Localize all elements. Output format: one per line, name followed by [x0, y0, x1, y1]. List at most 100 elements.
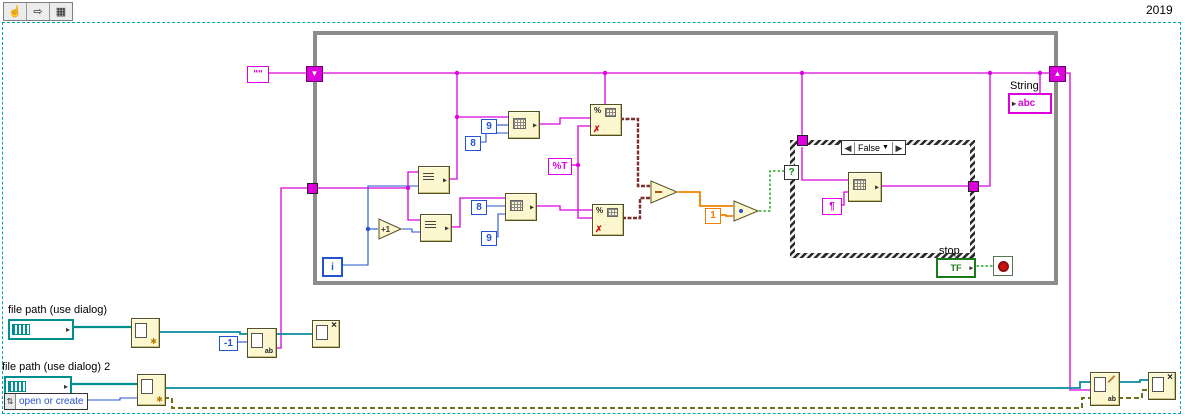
close-file-node-2[interactable]: × [1148, 372, 1176, 400]
scan-x-icon: ✗ [595, 224, 603, 234]
shift-register-up-icon: ▲ [1053, 69, 1062, 78]
file-page-icon [135, 323, 147, 338]
wire-string-pickA-in[interactable] [407, 171, 418, 188]
control-arrow-icon: ▸ [63, 381, 68, 391]
increment-node[interactable]: +1 [378, 218, 402, 240]
wire-int-i[interactable] [339, 185, 418, 266]
wire-error-close[interactable] [1118, 389, 1148, 399]
open-file-node-1[interactable]: ✱ [131, 318, 160, 348]
linefeed-constant[interactable]: ¶ [822, 198, 842, 215]
open-file-node-2[interactable]: ✱ [137, 374, 166, 406]
wire-string-subset2[interactable] [535, 205, 592, 211]
case-selector-label[interactable]: ◀ False ▼ ▶ [841, 140, 906, 155]
numeric-constant-8a[interactable]: 8 [465, 136, 481, 151]
palette-tool-icon[interactable]: ▦ [55, 6, 67, 18]
wire-bool-selector[interactable] [759, 170, 784, 212]
file-page-icon [1152, 377, 1164, 392]
write-text-file-node[interactable]: ab [1090, 372, 1120, 406]
stop-sign-icon [997, 260, 1009, 272]
junction-dot [799, 70, 805, 76]
read-text-file-node[interactable]: ab [247, 328, 277, 358]
pick-line-node-1[interactable]: ▸ [418, 166, 450, 194]
wire-error-long[interactable] [164, 397, 1090, 409]
array-grid-icon [853, 179, 866, 190]
numeric-constant-9a[interactable]: 9 [481, 119, 497, 134]
junction-dot [575, 162, 581, 168]
case-tunnel-right[interactable] [968, 181, 979, 192]
file-page-icon [1094, 377, 1106, 392]
wire-string-case-inner2[interactable] [840, 191, 848, 206]
format-string-constant[interactable]: %T [548, 158, 572, 175]
wire-string-case-inner1[interactable] [801, 147, 848, 181]
wire-time-1[interactable] [620, 117, 650, 188]
wire-float-diff[interactable] [678, 191, 733, 207]
visible-area-frame [2, 22, 1181, 414]
path-glyph-icon [8, 380, 26, 392]
string-indicator[interactable]: ▸ abc [1008, 93, 1052, 114]
wire-string-pick1[interactable] [448, 116, 508, 180]
hand-tool-icon[interactable]: ☝ [4, 3, 27, 20]
close-file-node-1[interactable]: × [312, 320, 340, 348]
case-prev-button[interactable]: ◀ [842, 141, 855, 154]
wire-string-case-out2[interactable] [978, 73, 991, 187]
text-lines-icon [423, 173, 434, 182]
wire-float-1[interactable] [719, 214, 733, 217]
wire-string-fmt-up[interactable] [577, 125, 590, 165]
junction-dot [454, 114, 460, 120]
numeric-constant-1[interactable]: 1 [705, 208, 721, 224]
wire-string-subset1[interactable] [538, 117, 590, 125]
loop-tunnel-left[interactable] [307, 183, 318, 194]
case-tunnel-top[interactable] [797, 135, 808, 146]
file-path-control-1[interactable]: ▸ [8, 319, 74, 340]
case-structure[interactable] [790, 140, 975, 258]
junction-dot [365, 226, 371, 232]
wire-int-8a[interactable] [479, 132, 508, 143]
compare-node[interactable] [733, 200, 759, 222]
string-subset-node-1[interactable]: ▸ [508, 111, 540, 139]
loop-condition-terminal[interactable] [993, 256, 1013, 276]
wire-string-read-out[interactable] [275, 187, 307, 349]
numeric-constant-minus1[interactable]: -1 [219, 336, 238, 351]
right-shift-register[interactable]: ▲ [1049, 66, 1066, 82]
while-loop[interactable] [313, 31, 1058, 285]
subtract-node[interactable] [650, 180, 678, 204]
wire-int-inc[interactable] [402, 228, 420, 233]
scan-x-icon: ✗ [593, 124, 601, 134]
control-arrow-icon: ▸ [969, 265, 973, 272]
scan-from-string-node-2[interactable]: % ✗ [592, 204, 624, 236]
left-shift-register[interactable]: ▼ [306, 66, 323, 82]
stop-button-terminal[interactable]: TF ▸ [936, 258, 976, 278]
numeric-constant-8b[interactable]: 8 [471, 200, 487, 215]
arrow-tool-icon[interactable]: ⇨ [27, 3, 50, 20]
numeric-constant-9b[interactable]: 9 [481, 231, 497, 246]
concatenate-node[interactable]: ▸ [848, 172, 882, 202]
case-selector-terminal[interactable]: ? [784, 165, 799, 180]
file-page-icon [316, 325, 328, 340]
empty-string-constant[interactable]: "" [247, 66, 269, 83]
file-page-icon [141, 379, 153, 394]
junction-dot [1037, 70, 1043, 76]
iteration-terminal[interactable]: i [322, 257, 343, 277]
wire-string-pickB-in[interactable] [407, 188, 420, 221]
wire-ref-open1[interactable] [158, 331, 247, 335]
wire-ref-close2[interactable] [1118, 379, 1148, 383]
wire-int-enum[interactable] [86, 397, 137, 401]
year-label: 2019 [1146, 3, 1173, 17]
string-subset-node-2[interactable]: ▸ [505, 193, 537, 221]
abc-glyph: abc [1018, 98, 1036, 109]
wire-string-to-write[interactable] [1064, 72, 1090, 391]
array-grid-icon [607, 208, 618, 217]
scan-from-string-node-1[interactable]: % ✗ [590, 104, 622, 136]
case-dropdown-icon[interactable]: ▼ [882, 143, 889, 151]
wire-ref-open2[interactable] [164, 381, 1090, 389]
wire-string-fmt-down[interactable] [577, 165, 592, 219]
wire-time-2[interactable] [622, 196, 650, 220]
case-next-button[interactable]: ▶ [891, 141, 905, 154]
pick-line-node-2[interactable]: ▸ [420, 214, 452, 242]
wire-string-pick2[interactable] [450, 197, 505, 228]
enum-constant-open-or-create[interactable]: ⇅ open or create [4, 393, 88, 410]
enum-spinner-icon[interactable]: ⇅ [5, 394, 16, 409]
file-page-icon [251, 333, 263, 348]
case-name-label[interactable]: False [858, 142, 881, 153]
